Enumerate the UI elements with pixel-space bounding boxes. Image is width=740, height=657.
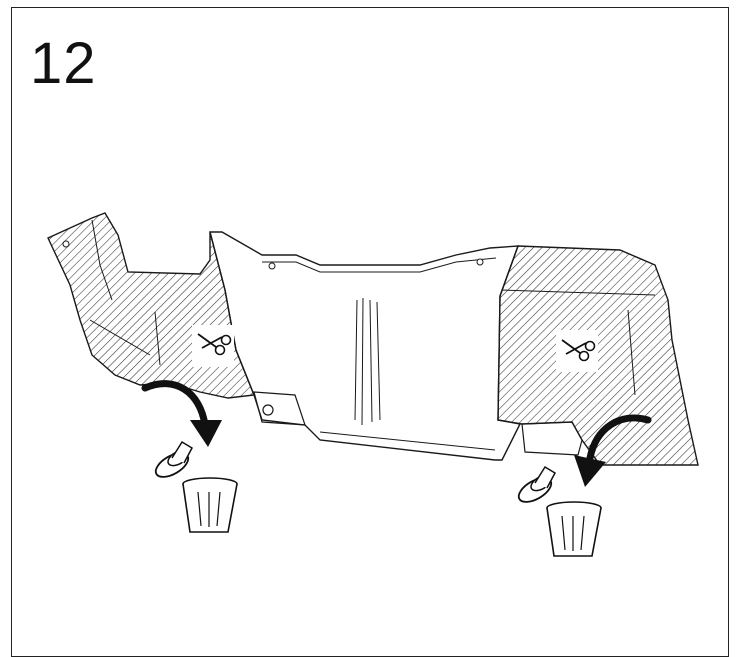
trash-bin-icon (182, 477, 238, 533)
underbody-panel (209, 231, 583, 461)
push-clip-icon (517, 465, 556, 503)
curved-arrow-icon (141, 380, 222, 447)
curved-arrow-icon (574, 414, 652, 487)
left-cut-section (47, 212, 255, 399)
trash-bin-icon (546, 501, 602, 557)
scissors-icon (192, 325, 234, 367)
step-number: 12 (30, 31, 97, 96)
scissors-icon (556, 330, 598, 372)
right-cut-section (497, 245, 699, 466)
push-clip-icon (154, 440, 193, 478)
